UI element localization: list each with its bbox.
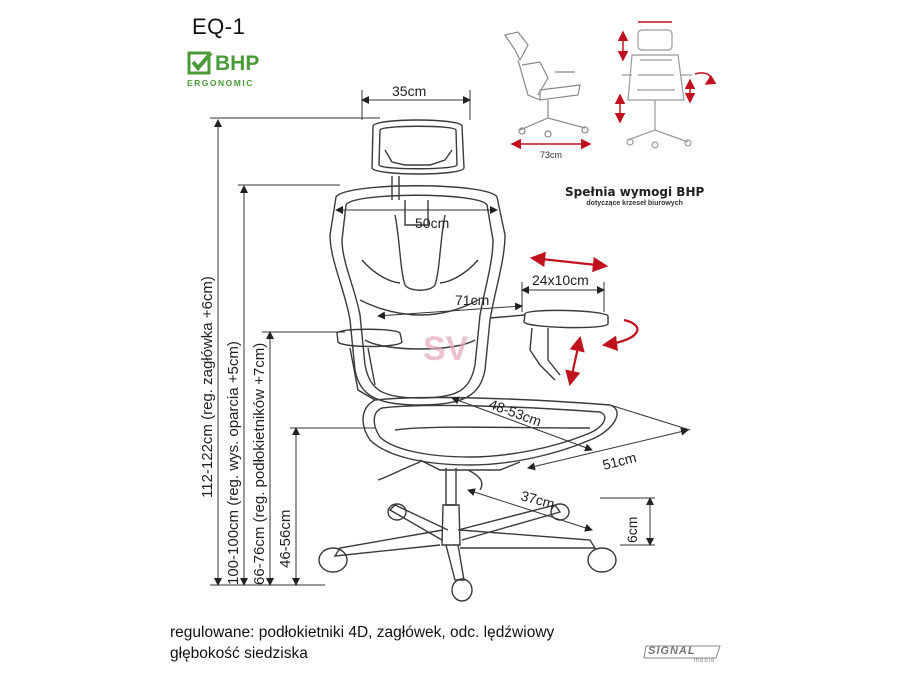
side-view-thumbnail	[504, 31, 589, 138]
compliance-title: Spełnia wymogi BHP	[565, 185, 705, 199]
dimension-lines	[210, 90, 691, 586]
caption-line-1: regulowane: podłokietniki 4D, zagłówek, …	[170, 624, 555, 641]
watermark-glyph: SV	[423, 330, 469, 368]
signal-sub: meble	[694, 658, 716, 664]
side-view-depth-label: 73cm	[540, 150, 562, 160]
sv-watermark: SV	[423, 330, 469, 368]
features-caption: regulowane: podłokietniki 4D, zagłówek, …	[170, 622, 554, 664]
compliance-subtitle: dotyczące krzeseł biurowych	[586, 200, 683, 207]
signal-logo: SIGNAL meble	[642, 643, 724, 667]
logo-brand: BHP	[215, 52, 260, 75]
armrest-adjust-arrows	[529, 251, 639, 387]
logo-sub: ERGONOMIC	[187, 78, 254, 88]
back-height-label: 100-100cm (reg. wys. oparcia +5cm)	[225, 341, 242, 585]
signal-logo-frame	[643, 645, 721, 659]
bhp-compliance-note: Spełnia wymogi BHP dotyczące krzeseł biu…	[565, 185, 704, 207]
caption-line-2: głębokość siedziska	[170, 645, 308, 662]
back-view-thumbnail	[622, 29, 692, 149]
seat-width-label: 51cm	[601, 449, 638, 473]
armrest-pad-label: 24x10cm	[532, 272, 589, 288]
overall-height-label: 112-122cm (reg. zagłówka +6cm)	[199, 276, 216, 498]
seat-height-label: 46-56cm	[277, 510, 294, 568]
checkmark-icon	[187, 51, 213, 75]
back-view-adjust-arrows	[614, 21, 717, 124]
signal-name: SIGNAL	[648, 645, 696, 657]
armrest-height-label: 66-76cm (reg. podłokietników +7cm)	[251, 343, 268, 585]
armrest-span-label: 71cm	[455, 292, 489, 308]
back-width-label: 50cm	[415, 215, 449, 231]
model-name: EQ-1	[192, 14, 246, 39]
wheel-height-label: 6cm	[624, 517, 640, 543]
bhp-ergonomic-logo: BHP ERGONOMIC	[187, 50, 277, 92]
headrest-width-label: 35cm	[392, 83, 426, 99]
